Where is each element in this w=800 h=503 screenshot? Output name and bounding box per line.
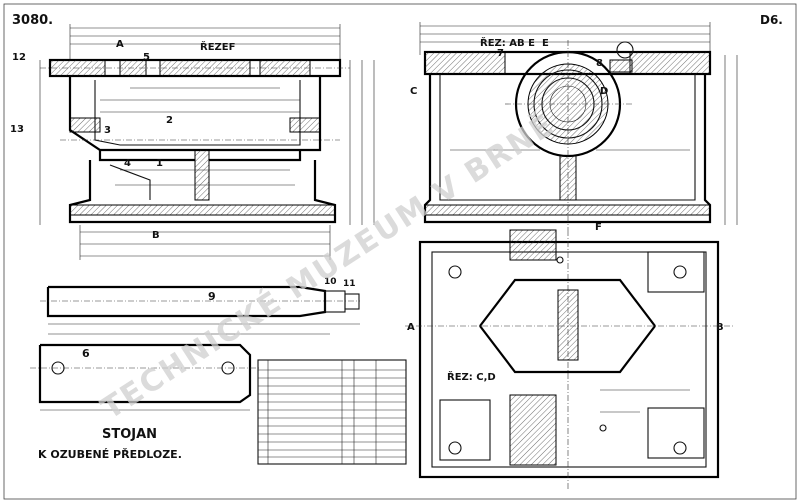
callout-3: 3 [104,125,111,136]
callout-4: 4 [124,158,131,169]
callout-7: 7 [497,48,504,59]
sheet-border [3,3,797,500]
parts-list-table [257,359,407,465]
plan-view-cd [405,229,735,490]
part-6-plate [30,343,260,411]
stand-body-section [60,76,340,224]
callout-13: 13 [10,124,24,135]
marker-A-plan: A [407,322,415,333]
part-9-bar [40,285,360,335]
marker-A-top: A [116,39,124,50]
bolt-detail [609,41,634,73]
callout-9: 9 [208,290,216,303]
marker-D: D [600,86,608,97]
callout-11: 11 [343,279,356,289]
dimension-lines-top-right [419,22,738,225]
stand-top-plate [40,58,350,78]
dimension-lines-top-left [69,24,341,60]
marker-E: E [542,38,549,49]
callout-5: 5 [143,52,150,63]
callout-12: 12 [12,52,26,63]
section-title-ef: ŘEZEF [200,40,235,53]
drawing-title-line2: K OZUBENÉ PŘEDLOZE. [38,448,182,461]
section-title-cd: ŘEZ: C,D [447,370,496,383]
marker-C: C [410,86,417,97]
dimension-lines-sides-left [39,60,375,260]
stand-cross-section-ab [423,40,712,230]
drawing-title-line1: STOJAN [102,427,157,442]
marker-B-bottom: B [152,230,160,241]
callout-1: 1 [156,158,163,169]
callout-8: 8 [596,58,603,69]
callout-6: 6 [82,347,90,360]
callout-2: 2 [166,115,173,126]
marker-F: F [595,222,602,233]
sheet-code: D6. [760,13,783,27]
section-title-ab: ŘEZ: AB E [480,36,535,49]
marker-B-plan: B [716,322,724,333]
drawing-number: 3080. [12,13,53,28]
callout-10: 10 [324,277,337,287]
